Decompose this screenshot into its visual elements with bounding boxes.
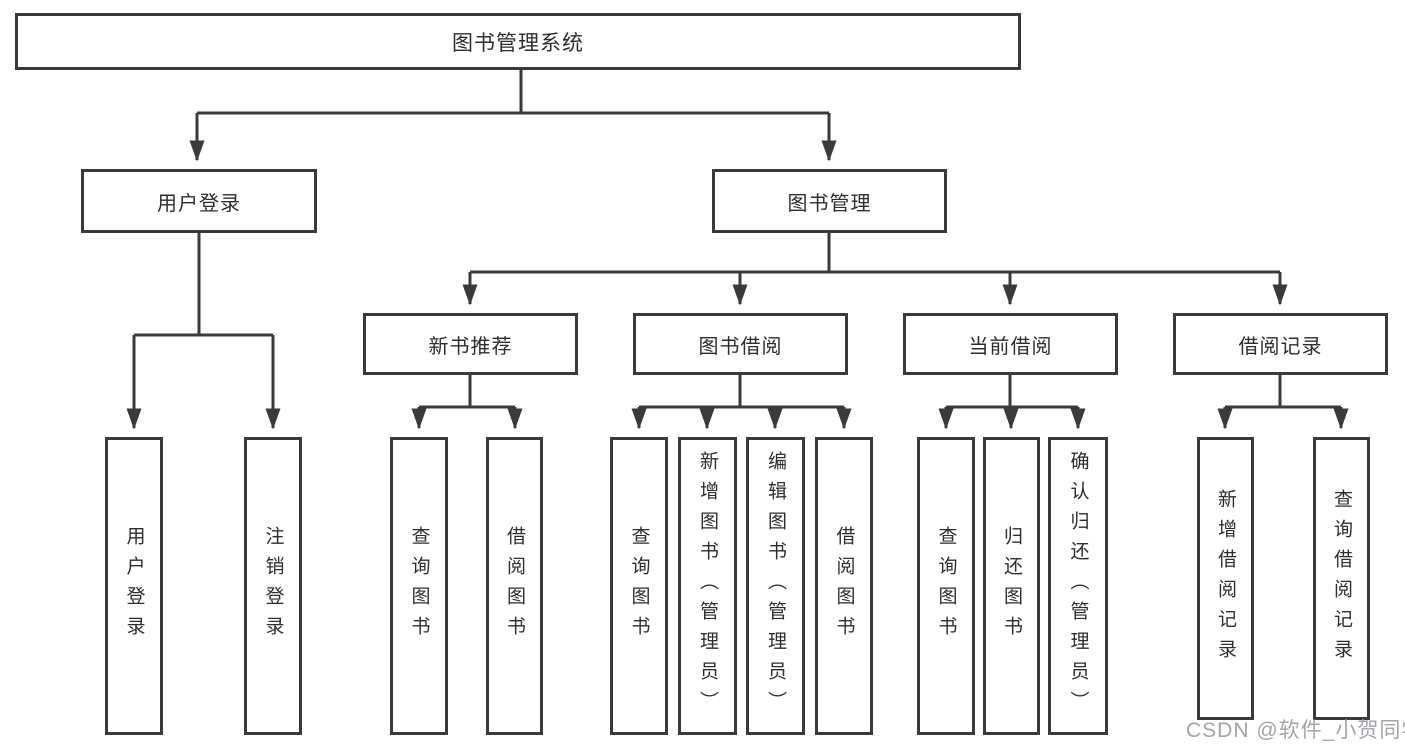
node-user-login: 用户登录 — [81, 169, 317, 233]
node-leaf-current-confirm-label: 确认归还（管理员） — [1067, 451, 1089, 721]
node-root: 图书管理系统 — [15, 13, 1021, 70]
node-leaf-borrow-borrow-label: 借阅图书 — [833, 526, 855, 646]
node-leaf-logout-label: 注销登录 — [262, 526, 284, 646]
node-new-book-rec: 新书推荐 — [363, 313, 578, 375]
node-current-borrow: 当前借阅 — [903, 313, 1118, 375]
node-leaf-borrow-query-label: 查询图书 — [628, 526, 650, 646]
node-leaf-newbook-query: 查询图书 — [390, 437, 448, 735]
node-book-borrow: 图书借阅 — [633, 313, 848, 375]
node-leaf-borrow-query: 查询图书 — [610, 437, 668, 735]
node-leaf-record-query: 查询借阅记录 — [1313, 437, 1370, 720]
node-leaf-borrow-edit: 编辑图书（管理员） — [746, 437, 805, 735]
connector-book-mgmt-split — [462, 233, 1288, 306]
node-current-borrow-label: 当前借阅 — [968, 335, 1053, 358]
node-book-mgmt: 图书管理 — [712, 169, 947, 233]
connector-current-borrow-split — [938, 375, 1086, 430]
node-leaf-newbook-query-label: 查询图书 — [408, 526, 430, 646]
connector-new-book-split — [411, 375, 523, 430]
node-leaf-logout: 注销登录 — [244, 437, 302, 735]
node-leaf-borrow-add: 新增图书（管理员） — [678, 437, 737, 735]
node-leaf-current-query: 查询图书 — [917, 437, 975, 735]
node-leaf-borrow-edit-label: 编辑图书（管理员） — [765, 451, 786, 721]
node-leaf-current-query-label: 查询图书 — [935, 526, 957, 646]
node-leaf-user-login-label: 用户登录 — [123, 526, 145, 646]
connector-user-login-split — [126, 233, 281, 430]
node-leaf-newbook-borrow-label: 借阅图书 — [504, 526, 525, 646]
node-leaf-current-return-label: 归还图书 — [1001, 526, 1022, 646]
connector-book-borrow-split — [631, 375, 852, 430]
node-book-mgmt-label: 图书管理 — [787, 192, 872, 215]
node-leaf-current-return: 归还图书 — [983, 437, 1040, 735]
node-leaf-borrow-add-label: 新增图书（管理员） — [697, 451, 718, 721]
node-borrow-record: 借阅记录 — [1173, 313, 1388, 375]
connector-root-split — [189, 70, 837, 162]
node-leaf-record-add-label: 新增借阅记录 — [1215, 488, 1236, 669]
node-borrow-record-label: 借阅记录 — [1238, 335, 1323, 358]
node-leaf-current-confirm: 确认归还（管理员） — [1048, 437, 1108, 735]
node-leaf-borrow-borrow: 借阅图书 — [815, 437, 873, 735]
node-leaf-user-login: 用户登录 — [105, 437, 163, 735]
csdn-watermark: CSDN @软件_小贺同学 — [1186, 719, 1405, 742]
node-leaf-newbook-borrow: 借阅图书 — [486, 437, 543, 735]
node-user-login-label: 用户登录 — [157, 192, 241, 215]
connector-borrow-record-split — [1217, 375, 1349, 430]
node-leaf-record-add: 新增借阅记录 — [1197, 437, 1254, 720]
node-new-book-rec-label: 新书推荐 — [428, 335, 513, 358]
node-book-borrow-label: 图书借阅 — [698, 335, 783, 358]
node-leaf-record-query-label: 查询借阅记录 — [1331, 488, 1352, 669]
node-root-label: 图书管理系统 — [452, 31, 584, 55]
